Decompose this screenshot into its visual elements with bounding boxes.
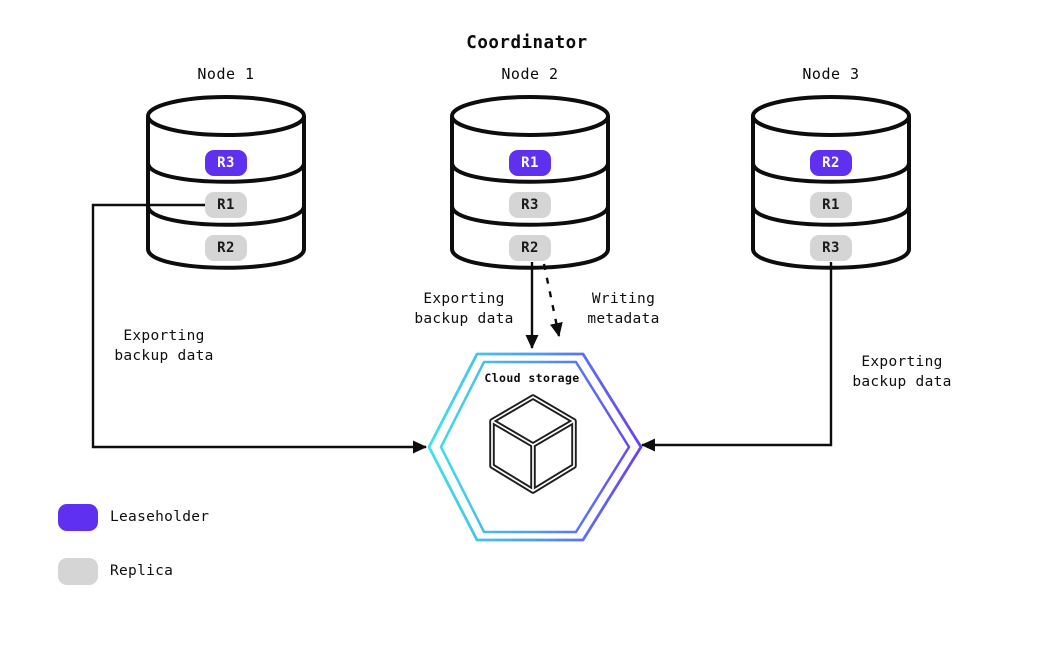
arrow-node1-to-cloud <box>91 203 427 454</box>
node3-replica-badge: R1 <box>810 192 852 218</box>
node1-replica-badge: R1 <box>205 192 247 218</box>
node2-metadata-label: Writing metadata <box>587 291 660 327</box>
node2-replica-badge: R2 <box>509 235 551 261</box>
node3-leaseholder-badge: R2 <box>810 150 852 176</box>
replica-swatch <box>58 558 98 585</box>
node1-export-label: Exporting backup data <box>114 328 214 364</box>
arrows <box>91 203 833 454</box>
node1-replica-badge: R2 <box>205 235 247 261</box>
node2-replica-badge: R3 <box>509 192 551 218</box>
leaseholder-swatch <box>58 504 98 531</box>
page-title: Coordinator <box>466 33 588 53</box>
cloud-storage-hexagon <box>427 352 643 542</box>
leaseholder-legend-label: Leaseholder <box>110 509 210 525</box>
arrow-node3-to-cloud <box>641 262 833 452</box>
cube-icon <box>489 394 577 494</box>
cloud-storage-label: Cloud storage <box>484 371 580 385</box>
node3-replica-badge: R3 <box>810 235 852 261</box>
node2-export-label: Exporting backup data <box>414 291 514 327</box>
node3-label: Node 3 <box>802 65 860 83</box>
arrow-node2-metadata-dashed <box>542 263 563 337</box>
node3-export-label: Exporting backup data <box>852 354 952 390</box>
node1-leaseholder-badge: R3 <box>205 150 247 176</box>
replica-legend-label: Replica <box>110 563 174 579</box>
node2-label: Node 2 <box>501 65 559 83</box>
node1-label: Node 1 <box>197 65 255 83</box>
node2-leaseholder-badge: R1 <box>509 150 551 176</box>
